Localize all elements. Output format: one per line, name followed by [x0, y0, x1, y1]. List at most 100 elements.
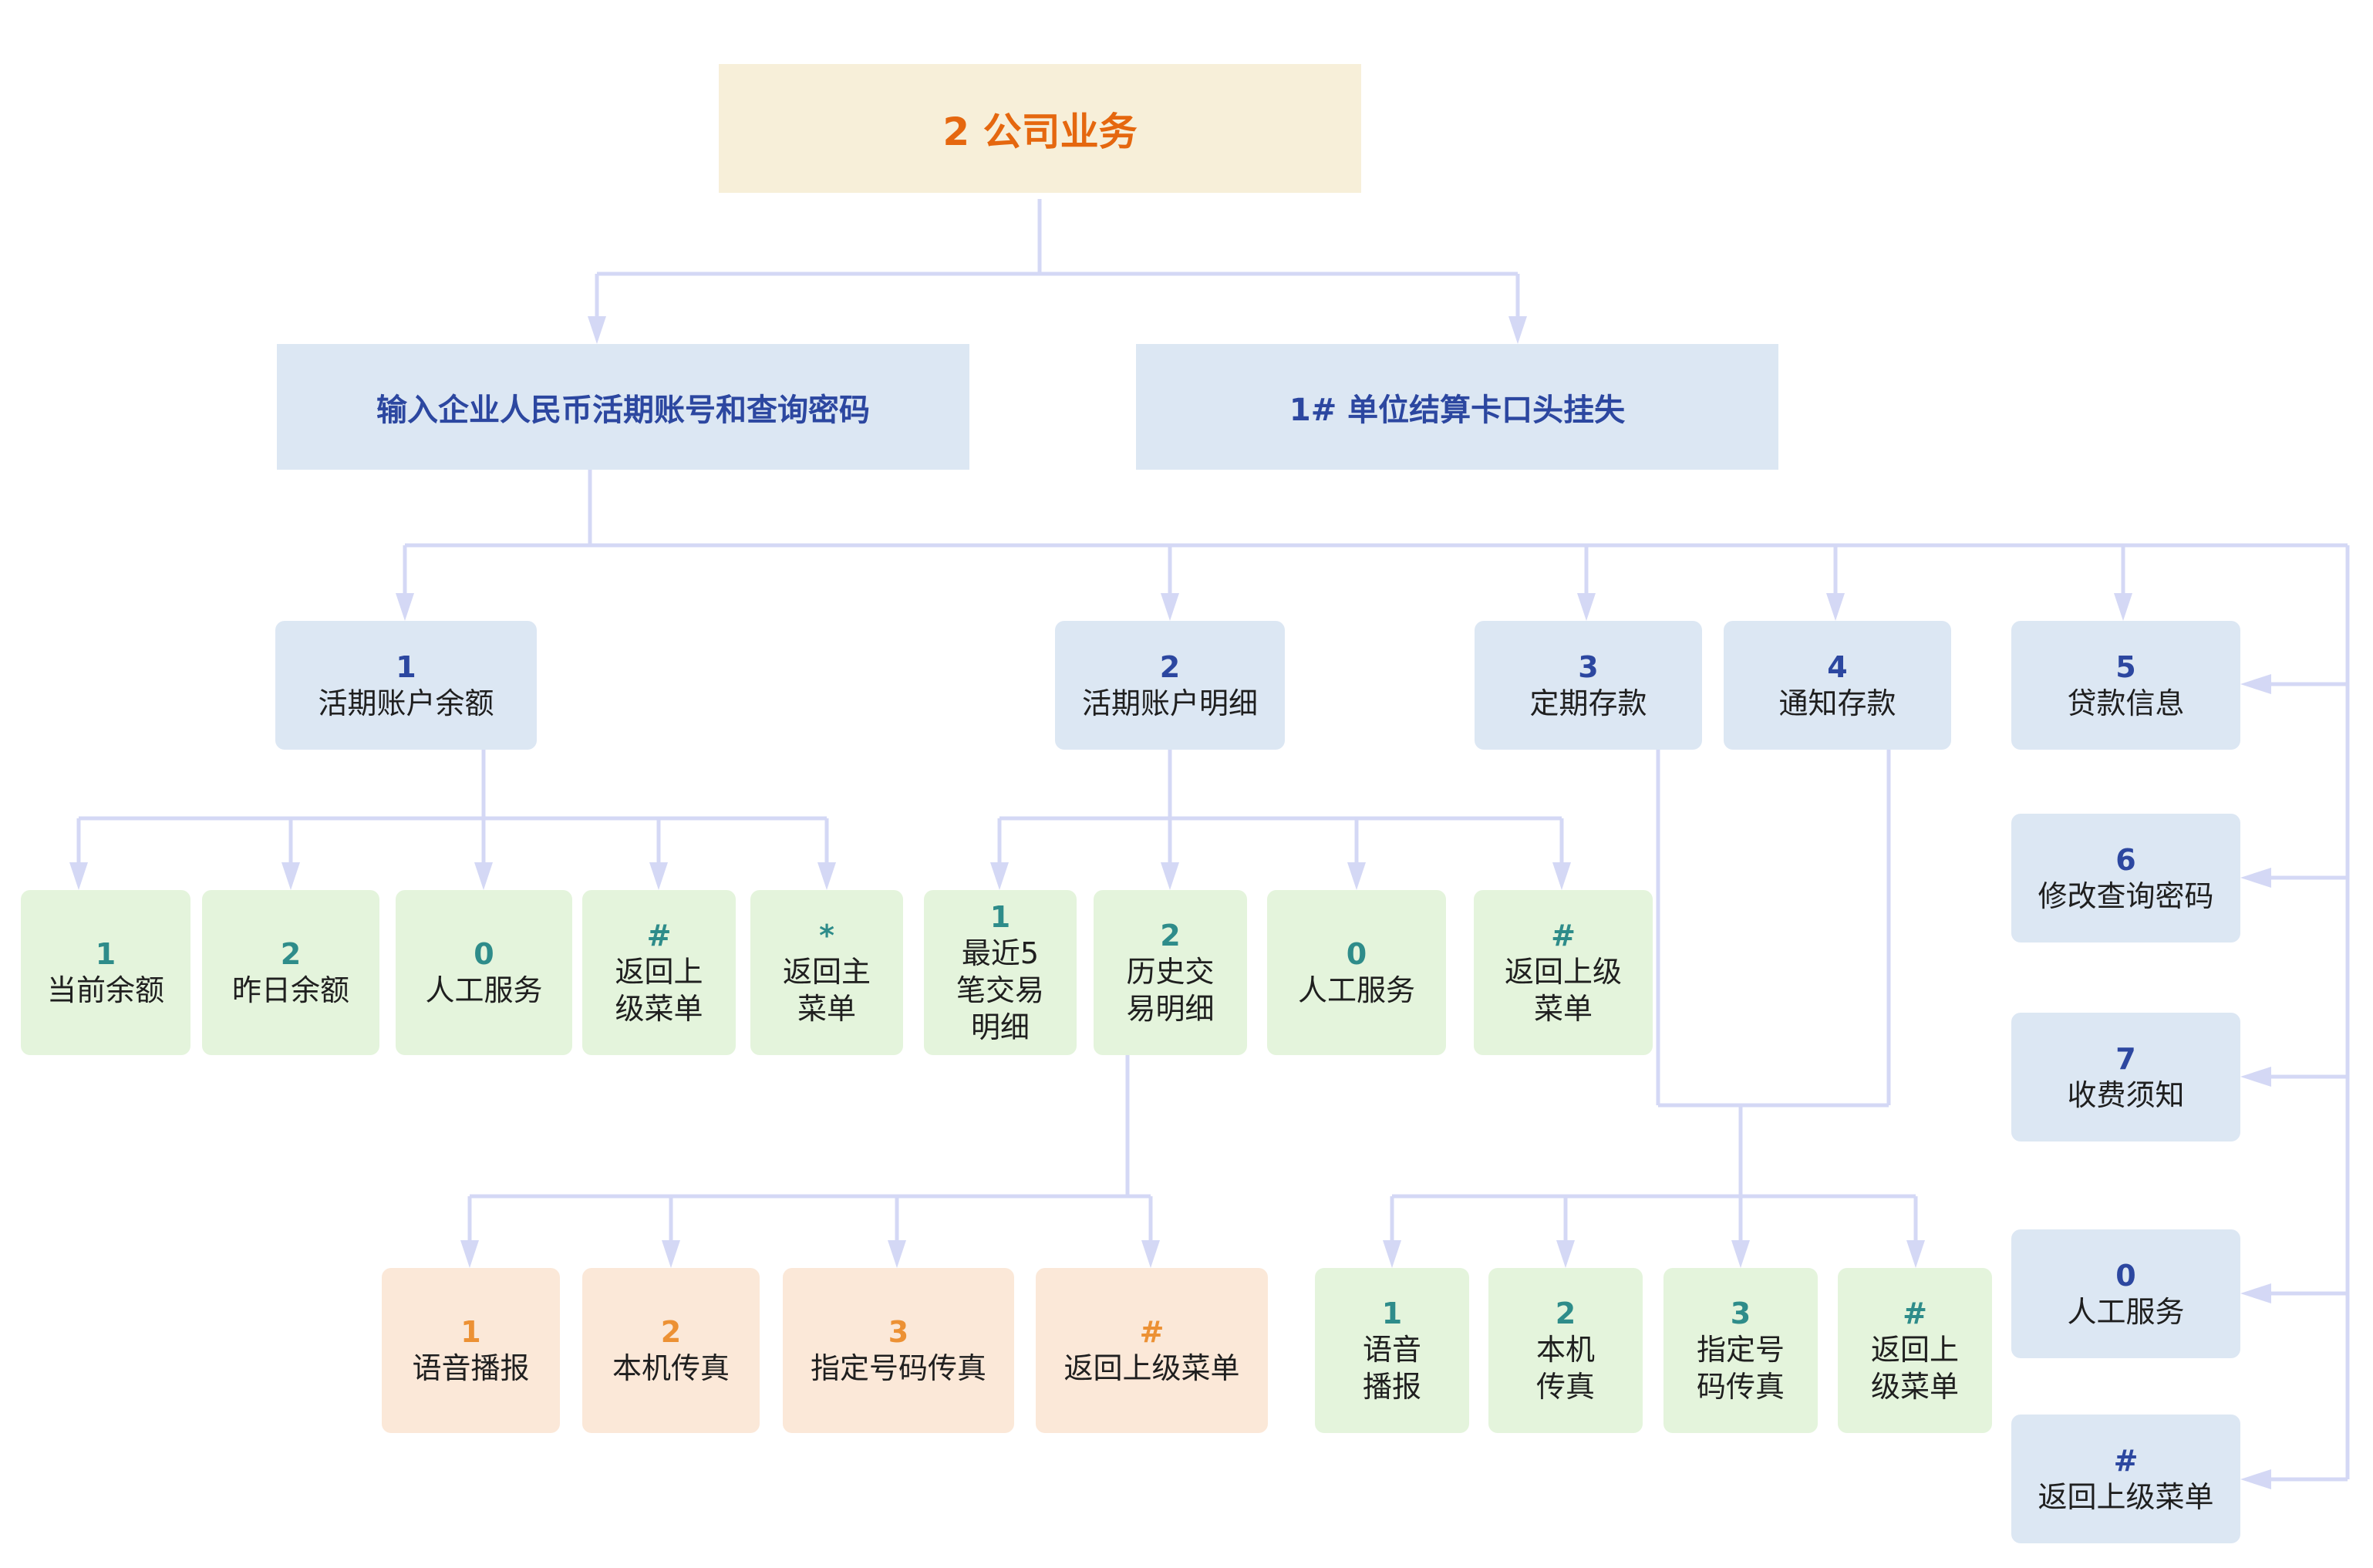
menu-notice-deposit: 4 通知存款	[1724, 621, 1951, 750]
option-label: 本机传真	[612, 1351, 730, 1385]
menu-current-balance: 1 活期账户余额	[275, 621, 537, 750]
option-key: 1	[460, 1315, 481, 1349]
balance-option-back: # 返回上 级菜单	[582, 890, 736, 1055]
card-loss-report-label: 1# 单位结算卡口头挂失	[1289, 392, 1626, 428]
arrow-down-icon	[1552, 862, 1571, 890]
menu-key: 2	[1159, 649, 1181, 684]
option-label: 语音播报	[412, 1351, 530, 1385]
menu-label: 人工服务	[2067, 1294, 2185, 1329]
deposit-output-number-fax: 3 指定号 码传真	[1663, 1268, 1818, 1433]
menu-label: 活期账户明细	[1081, 686, 1258, 720]
menu-label: 贷款信息	[2067, 686, 2185, 720]
menu-key: 7	[2115, 1041, 2136, 1076]
menu-label: 返回上级菜单	[2038, 1479, 2214, 1514]
arrow-down-icon	[2114, 593, 2132, 621]
arrow-left-icon	[2240, 1469, 2271, 1489]
deposit-output-voice: 1 语音 播报	[1315, 1268, 1469, 1433]
option-key: 1	[989, 900, 1011, 934]
history-output-number-fax: 3 指定号码传真	[783, 1268, 1014, 1433]
option-key: 2	[1160, 919, 1181, 953]
menu-fixed-deposit: 3 定期存款	[1475, 621, 1702, 750]
arrow-down-icon	[1826, 593, 1845, 621]
option-key: 0	[1346, 937, 1367, 971]
history-output-back: # 返回上级菜单	[1036, 1268, 1268, 1433]
arrow-down-icon	[396, 593, 414, 621]
option-label: 返回上 级菜单	[1870, 1333, 1959, 1404]
option-label: 最近5 笔交易 明细	[956, 936, 1044, 1044]
option-key: 2	[1555, 1297, 1576, 1330]
menu-change-password: 6 修改查询密码	[2011, 814, 2240, 942]
menu-label: 定期存款	[1529, 686, 1647, 720]
arrow-down-icon	[1508, 316, 1527, 344]
arrow-down-icon	[474, 862, 493, 890]
detail-option-back: # 返回上级 菜单	[1474, 890, 1653, 1055]
arrow-left-icon	[2240, 868, 2271, 888]
arrow-left-icon	[2240, 674, 2271, 694]
arrow-down-icon	[1141, 1240, 1160, 1268]
menu-key: 5	[2115, 649, 2136, 684]
history-output-local-fax: 2 本机传真	[582, 1268, 760, 1433]
menu-label: 收费须知	[2067, 1077, 2185, 1112]
option-key: 0	[474, 937, 494, 971]
option-key: #	[1903, 1297, 1927, 1330]
enter-account-node: 输入企业人民币活期账号和查询密码	[277, 344, 969, 470]
option-key: *	[819, 919, 834, 953]
menu-label: 活期账户余额	[318, 686, 494, 720]
option-label: 返回上级 菜单	[1504, 955, 1622, 1026]
enter-account-label: 输入企业人民币活期账号和查询密码	[376, 392, 870, 428]
arrow-down-icon	[588, 316, 606, 344]
arrow-down-icon	[1161, 593, 1179, 621]
arrow-down-icon	[1383, 1240, 1401, 1268]
arrow-down-icon	[1906, 1240, 1925, 1268]
arrow-left-icon	[2240, 1283, 2271, 1303]
arrow-down-icon	[1556, 1240, 1575, 1268]
arrow-down-icon	[281, 862, 300, 890]
menu-key: 6	[2115, 842, 2136, 877]
arrow-down-icon	[1347, 862, 1366, 890]
option-label: 指定号码传真	[810, 1351, 986, 1385]
option-key: #	[646, 919, 672, 953]
menu-label: 通知存款	[1778, 686, 1896, 720]
menu-label: 修改查询密码	[2038, 878, 2214, 913]
detail-option-recent5: 1 最近5 笔交易 明细	[924, 890, 1077, 1055]
option-label: 历史交 易明细	[1126, 955, 1215, 1026]
balance-option-manual: 0 人工服务	[396, 890, 572, 1055]
deposit-output-back: # 返回上 级菜单	[1838, 1268, 1992, 1433]
option-key: 1	[95, 937, 116, 971]
option-key: 3	[1730, 1297, 1751, 1330]
option-key: 2	[660, 1315, 682, 1349]
menu-key: #	[2113, 1443, 2139, 1478]
root-label: 2 公司业务	[942, 109, 1138, 154]
deposit-output-local-fax: 2 本机 传真	[1488, 1268, 1643, 1433]
menu-key: 3	[1578, 649, 1599, 684]
arrow-down-icon	[649, 862, 668, 890]
option-key: #	[1139, 1315, 1165, 1349]
arrow-down-icon	[1161, 862, 1179, 890]
balance-option-current: 1 当前余额	[21, 890, 190, 1055]
menu-back: # 返回上级菜单	[2011, 1415, 2240, 1543]
menu-key: 0	[2115, 1258, 2136, 1293]
detail-option-history: 2 历史交 易明细	[1094, 890, 1247, 1055]
detail-option-manual: 0 人工服务	[1267, 890, 1446, 1055]
option-label: 返回上级菜单	[1063, 1351, 1240, 1385]
arrow-down-icon	[888, 1240, 906, 1268]
arrow-down-icon	[69, 862, 88, 890]
menu-manual-service: 0 人工服务	[2011, 1229, 2240, 1358]
balance-option-yesterday: 2 昨日余额	[202, 890, 379, 1055]
arrow-down-icon	[460, 1240, 479, 1268]
arrow-down-icon	[990, 862, 1009, 890]
option-key: 1	[1381, 1297, 1403, 1330]
arrow-left-icon	[2240, 1067, 2271, 1087]
option-label: 返回上 级菜单	[615, 955, 703, 1026]
history-output-voice: 1 语音播报	[382, 1268, 560, 1433]
root-node: 2 公司业务	[719, 64, 1361, 193]
option-label: 返回主 菜单	[782, 955, 871, 1026]
menu-key: 1	[396, 649, 416, 684]
arrow-down-icon	[1577, 593, 1596, 621]
menu-fee-notice: 7 收费须知	[2011, 1013, 2240, 1141]
option-label: 人工服务	[425, 973, 543, 1007]
menu-loan-info: 5 贷款信息	[2011, 621, 2240, 750]
arrow-down-icon	[817, 862, 836, 890]
option-label: 昨日余额	[231, 973, 349, 1007]
option-key: #	[1551, 919, 1576, 953]
